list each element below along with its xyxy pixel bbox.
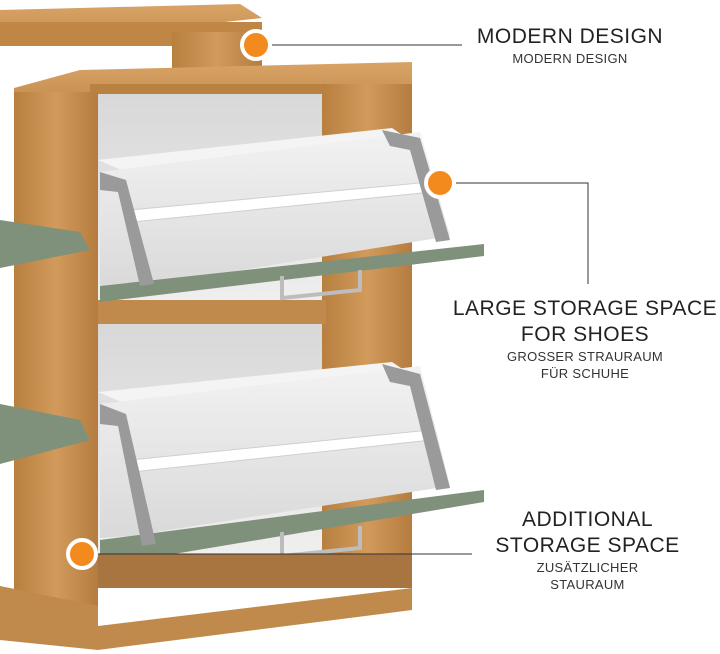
upper-shoe-flap [98, 128, 484, 302]
callout-modern-design-title: MODERN DESIGN [476, 25, 664, 48]
callout-additional-storage-subtitle: ZUSÄTZLICHER STAURAUM [536, 560, 639, 592]
callout-additional-storage-title: ADDITIONAL STORAGE SPACE [495, 508, 680, 557]
lower-shoe-flap [98, 362, 484, 559]
marker-modern-design [240, 29, 272, 61]
marker-large-storage [424, 167, 456, 199]
callout-large-storage-subtitle: GROSSER STRAURAUM FÜR SCHUHE [506, 349, 664, 381]
marker-additional-storage [66, 538, 98, 570]
callout-modern-design: MODERN DESIGN MODERN DESIGN [455, 24, 685, 67]
callout-large-storage: LARGE STORAGE SPACE FOR SHOES GROSSER ST… [440, 296, 720, 382]
callout-lines [82, 44, 589, 555]
left-side-panel [14, 92, 98, 622]
callout-additional-storage: ADDITIONAL STORAGE SPACE ZUSÄTZLICHER ST… [475, 507, 700, 593]
callout-markers [66, 29, 456, 570]
middle-divider [98, 300, 326, 324]
left-shelf-green-lower [0, 404, 90, 464]
callout-modern-design-subtitle: MODERN DESIGN [512, 51, 628, 66]
left-shelf-green-upper [0, 220, 90, 268]
callout-large-storage-title: LARGE STORAGE SPACE FOR SHOES [452, 297, 718, 346]
cabinet-base [0, 554, 412, 650]
